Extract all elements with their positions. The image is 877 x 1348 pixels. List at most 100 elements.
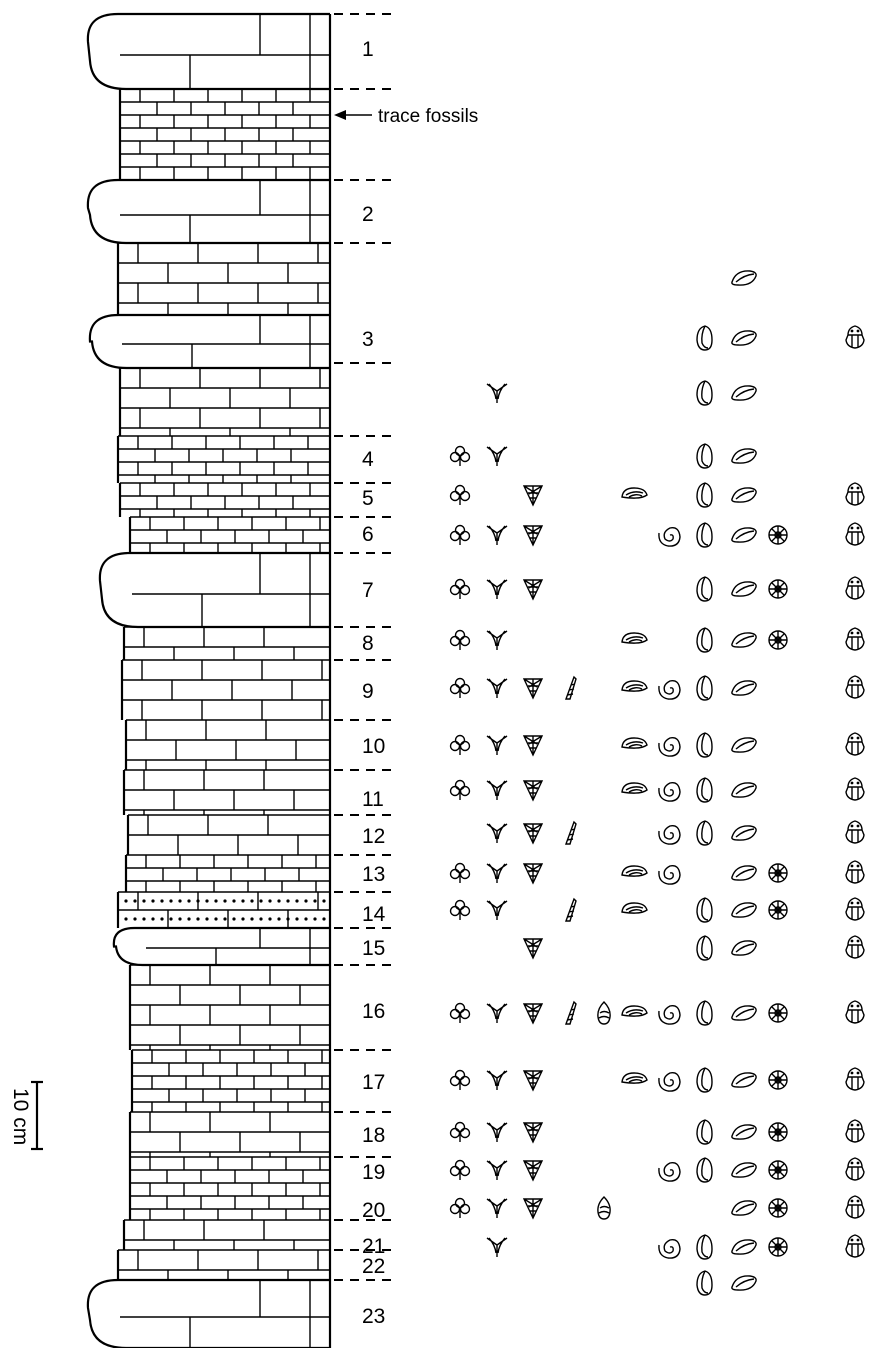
fossil-occurrence-row [451,628,865,652]
bed-label: 7 [362,579,374,602]
crinoid-fossil-icon [487,1123,507,1142]
chert-dot [304,899,307,902]
fossil-occurrence-row [524,936,864,960]
spire-shell-icon [566,822,576,844]
lens-shell-icon [732,681,756,695]
clover-fossil-icon [451,736,470,756]
rock-layer [100,553,330,627]
trilobite-icon [846,1235,864,1257]
fossil-occurrence-row [451,778,865,802]
bed-labels: 1234567891011121314151617181920212223 [362,38,386,1328]
rock-layer [124,770,330,815]
web-fossil-icon [524,939,542,958]
brachiopod-icon [622,903,647,913]
fossil-occurrence-row [451,523,865,547]
rock-layer [90,315,330,368]
star-wheel-icon [769,631,787,649]
clover-fossil-icon [451,1199,470,1219]
crinoid-fossil-icon [487,384,507,403]
chert-dot [259,899,262,902]
chert-dot [151,899,154,902]
rock-layer [118,1250,330,1280]
web-fossil-icon [524,486,542,505]
bivalve-icon [697,733,712,757]
spire-shell-icon [566,899,576,921]
trilobite-icon [846,1120,864,1142]
crinoid-fossil-icon [487,1199,507,1218]
rock-layer [126,720,330,770]
chert-dot [304,917,307,920]
chert-dot [169,917,172,920]
lens-shell-icon [732,1006,756,1020]
bed-label: 2 [362,203,374,226]
chert-dot [214,899,217,902]
chert-dot [187,917,190,920]
lithologic-column [88,14,330,1348]
clover-fossil-icon [451,901,470,921]
crinoid-fossil-icon [487,447,507,466]
bivalve-icon [697,1120,712,1144]
trilobite-icon [846,1001,864,1023]
bivalve-icon [697,326,712,350]
web-fossil-icon [524,526,542,545]
chert-dot [250,917,253,920]
lens-shell-icon [732,1125,756,1139]
star-wheel-icon [769,1004,787,1022]
lens-shell-icon [732,582,756,596]
rock-layer [126,855,330,892]
trace-fossils-label: trace fossils [378,106,478,127]
fossil-occurrence-row [451,676,865,700]
fossil-occurrence-row [451,1196,865,1219]
bivalve-icon [697,778,712,802]
bed-label: 16 [362,1000,385,1023]
bivalve-icon [697,821,712,845]
massive-bed-outline [90,315,330,368]
chert-dot [322,899,325,902]
bivalve-icon [697,1001,712,1025]
chert-dot [196,899,199,902]
bivalve-icon [697,577,712,601]
trilobite-icon [846,821,864,843]
crinoid-fossil-icon [487,580,507,599]
bed-label: 6 [362,523,374,546]
clover-fossil-icon [451,1123,470,1143]
chert-dot [223,899,226,902]
chert-dot [151,917,154,920]
clover-fossil-icon [451,864,470,884]
lens-shell-icon [732,331,756,345]
fossil-occurrence-row [451,1120,865,1144]
brachiopod-icon [622,488,647,498]
rock-layer [124,627,330,660]
lens-shell-icon [732,866,756,880]
web-fossil-icon [524,1123,542,1142]
rock-layer [114,928,330,965]
ammonite-icon [659,738,680,756]
trilobite-icon [846,483,864,505]
rock-layer [130,965,330,1050]
bed-label: 23 [362,1305,385,1328]
ammonite-icon [659,681,680,699]
chert-dot [160,917,163,920]
ammonite-icon [659,1163,680,1181]
crinoid-fossil-icon [487,901,507,920]
rock-layer [130,1112,330,1157]
rock-layer [118,243,330,315]
crinoid-fossil-icon [487,1238,507,1257]
rock-layer [88,1280,330,1348]
lens-shell-icon [732,633,756,647]
bed-label: 19 [362,1161,385,1184]
ammonite-icon [659,1006,680,1024]
ammonite-icon [659,1240,680,1258]
crinoid-fossil-icon [487,781,507,800]
clover-fossil-icon [451,1004,470,1024]
chert-dot [133,917,136,920]
fossil-occurrence-row [451,1158,865,1182]
scale-bar: 10 cm [9,1082,43,1149]
web-fossil-icon [524,1199,542,1218]
bed-label: 4 [362,448,374,471]
clover-fossil-icon [451,580,470,600]
chert-dot [268,899,271,902]
bed-label: 11 [362,788,384,811]
spire-shell-icon [566,1002,576,1024]
lens-shell-icon [732,826,756,840]
